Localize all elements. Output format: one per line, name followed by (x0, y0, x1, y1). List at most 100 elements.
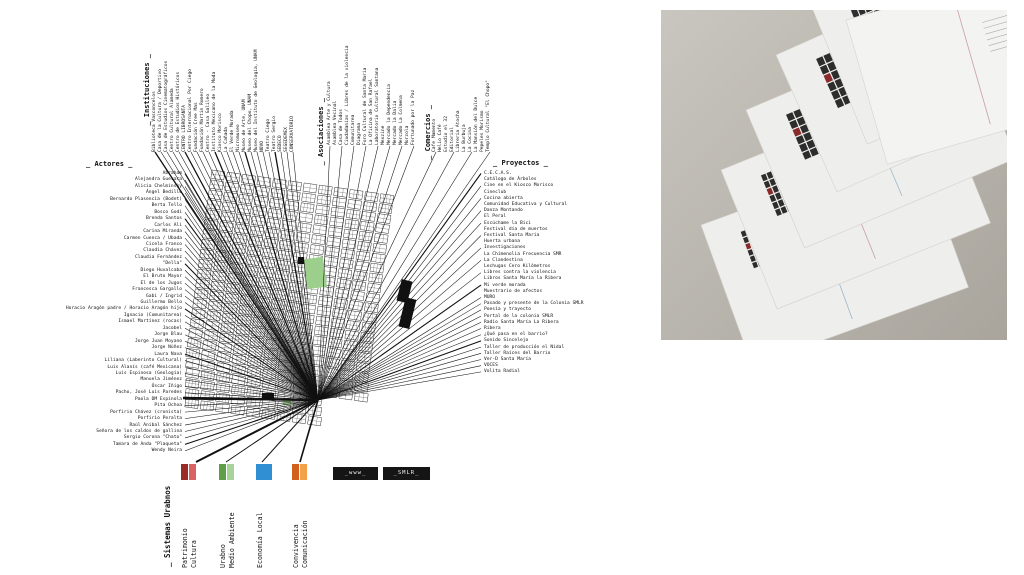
city-block (312, 224, 328, 236)
city-block (311, 234, 326, 245)
connection-line (184, 399, 319, 439)
proyecto-item: El Peral (484, 214, 507, 220)
proyecto-item: MURO (484, 295, 496, 300)
city-block (307, 415, 322, 427)
connection-line (184, 366, 319, 401)
connection-line (317, 303, 482, 401)
connection-line (317, 272, 482, 401)
city-block (372, 242, 388, 254)
proyecto-item: Festival Santa María (484, 233, 540, 238)
city-block (199, 400, 215, 412)
actor-item: Carina Miranda (143, 229, 182, 235)
city-block (341, 238, 357, 250)
actor-item: Claudia Fernández (134, 254, 182, 260)
actor-item: Laura Nava (154, 351, 182, 357)
city-block (316, 194, 332, 206)
actor-item: Ignacio (Comunitarea) (123, 312, 182, 318)
proyecto-item: Cineclub (484, 189, 507, 195)
proyecto-item: Volita Radial (484, 369, 520, 375)
connection-line (184, 308, 319, 401)
connection-line (317, 145, 415, 401)
actor-item: El de los Jugos (140, 280, 183, 286)
actor-item: Horacio Aragón padre / Horacio Aragón hi… (65, 306, 182, 312)
connection-line (184, 237, 319, 401)
connection-line (317, 353, 482, 401)
connection-line (184, 212, 319, 401)
city-block (362, 201, 378, 212)
connection-line (184, 186, 319, 401)
city-block (375, 223, 390, 234)
actor-item: Liliana (Laberinto Cultural) (104, 358, 182, 364)
proyecto-item: Danza Montando (484, 208, 523, 214)
actor-item: Pita Ochoa (154, 403, 182, 409)
city-block (351, 280, 367, 292)
actor-item: Brenda Santos (146, 216, 182, 222)
connection-line (274, 151, 319, 401)
connection-line (317, 145, 379, 401)
actor-item: Raúl Aníbal Sánchez (129, 422, 182, 428)
smlr-tag: _SMLR_ (383, 467, 430, 480)
proyecto-item: C.E.C.A.S. (484, 171, 512, 176)
city-block (294, 242, 309, 253)
connection-line (184, 399, 319, 419)
connection-line (184, 263, 319, 401)
city-block (269, 198, 284, 209)
connection-line (184, 334, 319, 401)
connection-line (154, 151, 319, 401)
city-block (256, 176, 272, 187)
proyecto-item: Pasado y presente de la Colonia SMLR (484, 301, 584, 307)
sistema-swatch (189, 464, 196, 480)
sistema-label: Convivencia (292, 524, 300, 568)
connection-line (184, 360, 319, 401)
city-block (192, 298, 208, 310)
connection-line (195, 399, 319, 463)
actor-item: Pacho, José Luis Paredes (115, 390, 182, 396)
proyecto-item: Huerta urbana (484, 239, 520, 245)
asociaciones-heading-text: Asociaciones (317, 106, 325, 158)
sistema-swatch (300, 464, 307, 480)
connection-line (317, 145, 343, 401)
connection-line (184, 218, 319, 401)
city-block (366, 282, 382, 294)
connection-line (317, 145, 331, 401)
proyecto-item: Lechugas Cero Kilómetros (484, 264, 551, 269)
connection-line (184, 205, 319, 401)
connection-line (184, 282, 319, 401)
actor-item: Diego Huvalcaba (140, 267, 183, 273)
city-block (302, 182, 318, 194)
proyecto-item: Libros Santa María la Ribera (484, 276, 562, 282)
city-block (348, 300, 364, 311)
connection-line (317, 185, 482, 401)
connection-line (317, 297, 482, 401)
proyecto-item: Comunidad Educativa y Cultural (484, 202, 567, 207)
connection-line (317, 359, 482, 401)
city-block (267, 208, 283, 219)
proyectos-heading: _ Proyectos _ (493, 159, 548, 167)
actor-item: Cicela Franco (146, 241, 182, 247)
actor-item: Alicia Chelminsky (134, 183, 182, 189)
instituciones-item: CONSERVATORIO (290, 116, 295, 152)
proyecto-item: Ver-D Santa María (484, 357, 532, 362)
connection-line (190, 151, 319, 401)
connection-line (317, 371, 482, 401)
actor-item: "Della" (162, 261, 182, 267)
city-block (295, 232, 311, 243)
proyecto-item: VOCES (484, 363, 498, 369)
city-block (196, 268, 212, 280)
actor-item: Berta Tello (151, 203, 182, 209)
city-block (368, 272, 383, 284)
actor-item: Abraham (162, 171, 182, 176)
connection-line (232, 151, 319, 401)
connection-line (184, 399, 319, 432)
connection-line (317, 322, 482, 401)
city-block (234, 223, 249, 235)
instituciones-heading: _ Instituciones _ (143, 54, 151, 126)
actores-heading: _ Actores _ (86, 160, 133, 168)
connection-line (261, 399, 319, 463)
city-block (184, 398, 200, 409)
asociaciones-heading: _ Asociaciones _ (317, 98, 325, 166)
city-block (316, 305, 332, 317)
city-block (298, 212, 314, 223)
city-block (325, 246, 340, 257)
